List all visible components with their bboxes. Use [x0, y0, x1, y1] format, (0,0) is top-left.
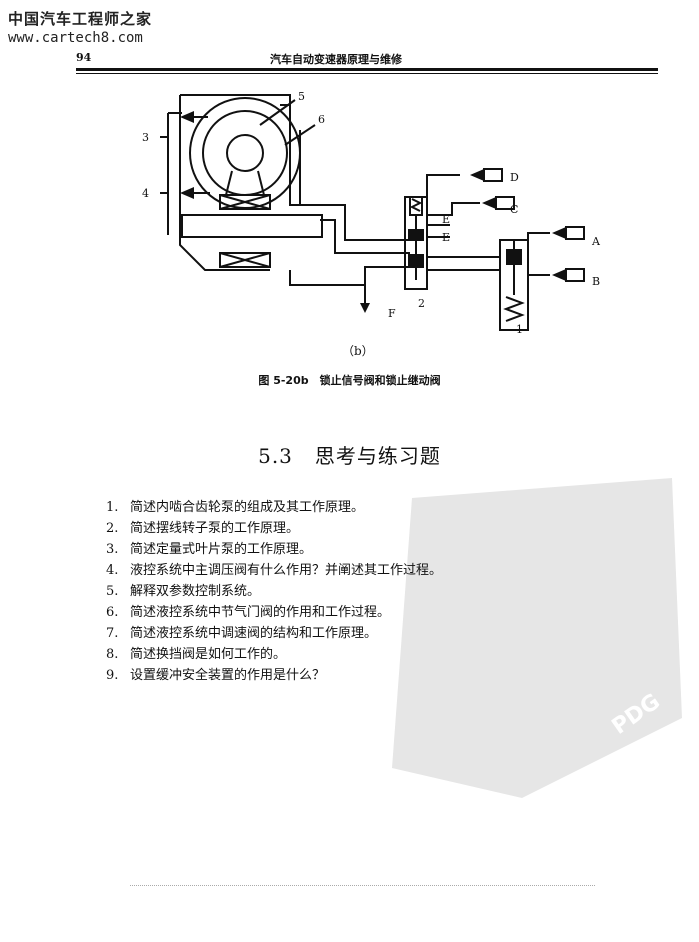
section-title: 思考与练习题 [314, 444, 441, 468]
page-number: 94 [76, 51, 92, 64]
port-E-upper: E [442, 213, 450, 226]
callout-2: 2 [418, 297, 425, 310]
list-item: 4. 液控系统中主调压阀有什么作用？并阐述其工作过程。 [106, 560, 442, 581]
port-A: A [591, 235, 601, 248]
port-D: D [510, 171, 519, 184]
running-head: 汽车自动变速器原理与维修 [270, 53, 402, 66]
site-title: 中国汽车工程师之家 [8, 10, 153, 28]
callout-3: 3 [142, 131, 149, 144]
port-B: B [592, 275, 600, 288]
footer-rule [130, 885, 595, 887]
question-text: 简述液控系统中节气门阀的作用和工作过程。 [130, 605, 391, 620]
section-heading: 5.3 思考与练习题 [0, 440, 699, 469]
question-text: 简述换挡阀是如何工作的。 [130, 647, 287, 662]
list-item: 3. 简述定量式叶片泵的工作原理。 [106, 539, 442, 560]
port-C: C [510, 203, 518, 216]
question-number: 2. [106, 521, 119, 536]
question-number: 8. [106, 647, 119, 662]
question-number: 6. [106, 605, 119, 620]
question-text: 解释双参数控制系统。 [130, 584, 261, 599]
question-text: 简述定量式叶片泵的工作原理。 [130, 542, 313, 557]
question-text: 液控系统中主调压阀有什么作用？并阐述其工作过程。 [130, 563, 443, 578]
question-number: 3. [106, 542, 119, 557]
question-text: 简述摆线转子泵的工作原理。 [130, 521, 300, 536]
port-F: F [388, 307, 396, 320]
port-E-lower: E [442, 231, 450, 244]
question-text: 设置缓冲安全装置的作用是什么？ [130, 668, 326, 683]
seal-watermark [392, 478, 682, 798]
header-rule [76, 68, 658, 71]
section-number: 5.3 [258, 444, 293, 468]
question-number: 9. [106, 668, 119, 683]
list-item: 5. 解释双参数控制系统。 [106, 581, 442, 602]
header-rule-thin [76, 73, 658, 74]
callout-4: 4 [142, 187, 149, 200]
question-text: 简述内啮合齿轮泵的组成及其工作原理。 [130, 500, 365, 515]
list-item: 8. 简述换挡阀是如何工作的。 [106, 644, 442, 665]
figure-caption: 图 5-20b 锁止信号阀和锁止继动阀 [258, 374, 441, 387]
question-number: 7. [106, 626, 119, 641]
figure-sub-label: （b） [342, 344, 374, 358]
question-list: 1. 简述内啮合齿轮泵的组成及其工作原理。 2. 简述摆线转子泵的工作原理。 3. 简… [106, 497, 442, 686]
callout-5: 5 [298, 90, 305, 103]
site-url[interactable]: www.cartech8.com [8, 30, 143, 46]
question-number: 4. [106, 563, 119, 578]
lockup-valve-diagram: 3 4 5 6 1 2 A B C D E E F [142, 90, 601, 336]
question-number: 5. [106, 584, 119, 599]
list-item: 1. 简述内啮合齿轮泵的组成及其工作原理。 [106, 497, 442, 518]
callout-1: 1 [516, 323, 523, 336]
question-text: 简述液控系统中调速阀的结构和工作原理。 [130, 626, 378, 641]
list-item: 9. 设置缓冲安全装置的作用是什么？ [106, 665, 442, 686]
question-number: 1. [106, 500, 119, 515]
callout-6: 6 [318, 113, 325, 126]
list-item: 6. 简述液控系统中节气门阀的作用和工作过程。 [106, 602, 442, 623]
list-item: 7. 简述液控系统中调速阀的结构和工作原理。 [106, 623, 442, 644]
list-item: 2. 简述摆线转子泵的工作原理。 [106, 518, 442, 539]
